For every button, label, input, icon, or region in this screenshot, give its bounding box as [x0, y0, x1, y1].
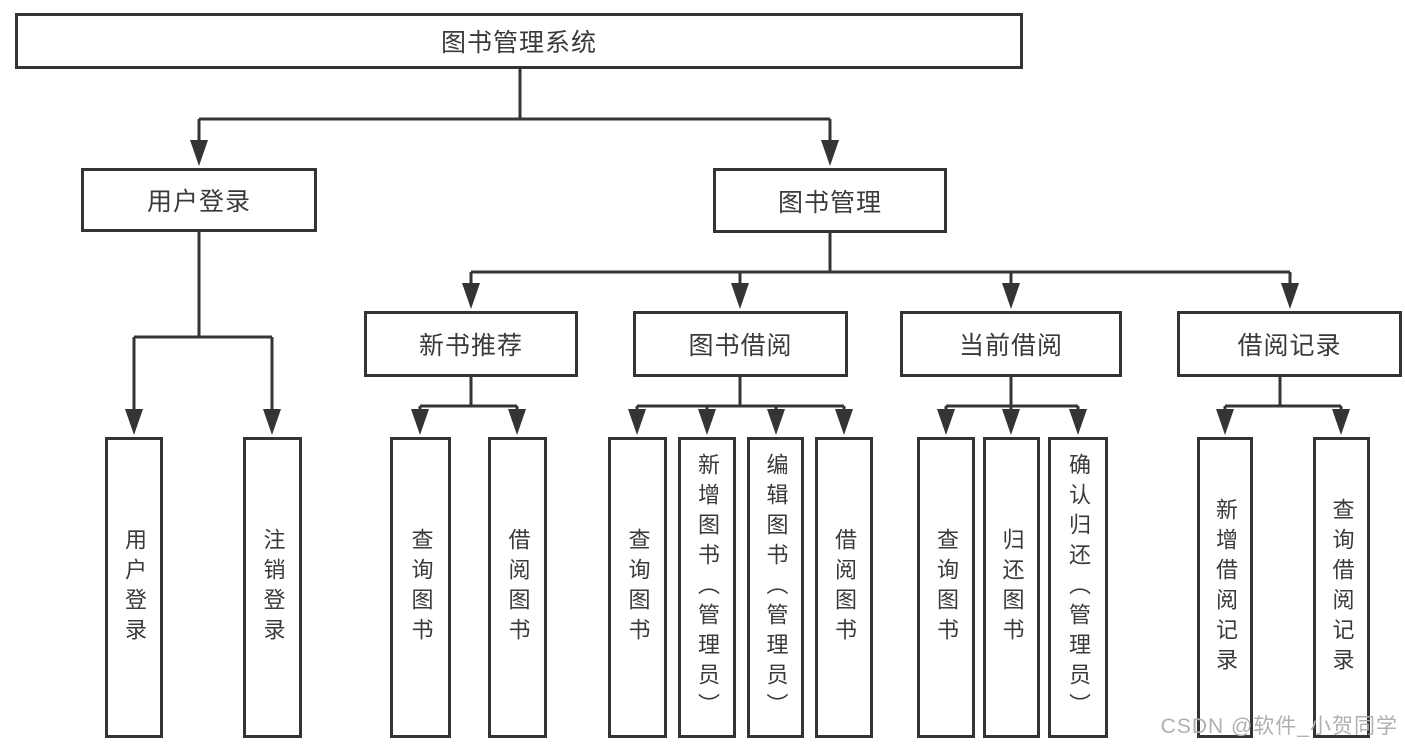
watermark: CSDN @软件_小贺同学 — [1160, 715, 1398, 738]
leaf-label: 查询图书 — [408, 527, 434, 648]
leaf-user-login: 用户登录 — [105, 437, 163, 738]
leaf-logout: 注销登录 — [243, 437, 302, 738]
leaf-label: 新增图书（管理员） — [695, 452, 720, 723]
node-book-management: 图书管理 — [713, 168, 947, 233]
leaf-label: 查询借阅记录 — [1329, 497, 1355, 678]
leaf-label: 借阅图书 — [832, 527, 857, 648]
leaf-add-books-admin: 新增图书（管理员） — [678, 437, 736, 738]
leaf-label: 用户登录 — [122, 527, 147, 648]
leaf-label: 查询图书 — [625, 527, 651, 648]
leaf-query-books-current: 查询图书 — [917, 437, 975, 738]
leaf-label: 注销登录 — [260, 527, 286, 648]
leaf-label: 新增借阅记录 — [1213, 497, 1238, 678]
leaf-return-books: 归还图书 — [983, 437, 1040, 738]
node-borrowing-records: 借阅记录 — [1177, 311, 1402, 377]
node-current-borrowing: 当前借阅 — [900, 311, 1122, 377]
leaf-edit-books-admin: 编辑图书（管理员） — [747, 437, 804, 738]
leaf-label: 编辑图书（管理员） — [763, 452, 789, 723]
leaf-query-books-recommend: 查询图书 — [390, 437, 451, 738]
node-book-borrowing: 图书借阅 — [633, 311, 848, 377]
leaf-add-borrow-record: 新增借阅记录 — [1197, 437, 1253, 738]
leaf-query-borrow-record: 查询借阅记录 — [1313, 437, 1370, 738]
node-new-book-recommendation: 新书推荐 — [364, 311, 578, 377]
node-user-login: 用户登录 — [81, 168, 317, 232]
leaf-label: 借阅图书 — [505, 527, 531, 648]
leaf-label: 归还图书 — [999, 527, 1025, 648]
leaf-query-books-borrowing: 查询图书 — [608, 437, 667, 738]
leaf-label: 查询图书 — [934, 527, 959, 648]
leaf-confirm-return-admin: 确认归还（管理员） — [1048, 437, 1108, 738]
leaf-borrow-books-borrowing: 借阅图书 — [815, 437, 873, 738]
node-library-system: 图书管理系统 — [15, 13, 1023, 69]
leaf-label: 确认归还（管理员） — [1066, 452, 1091, 723]
leaf-borrow-books-recommend: 借阅图书 — [488, 437, 547, 738]
